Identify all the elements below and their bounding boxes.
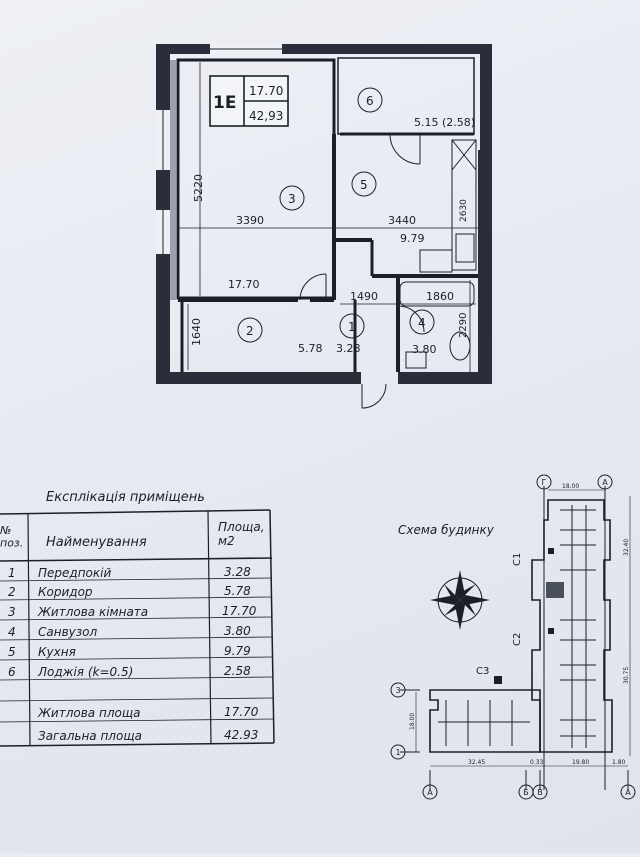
total-area-value: 42.93 xyxy=(224,728,258,742)
dimension-3390: 3390 xyxy=(236,214,264,227)
unit-total-area: 42,93 xyxy=(249,109,283,123)
unit-code: 1E xyxy=(213,93,236,113)
row-5-area: 9.79 xyxy=(224,644,251,658)
living-area-value: 17.70 xyxy=(224,705,259,719)
row-3-name: Житлова кімната xyxy=(37,605,148,619)
scheme-dim-right-b: 30.75 xyxy=(623,667,630,684)
scheme-dim-bottom-b: 0.33 xyxy=(530,759,544,766)
row-6-name: Лоджія (k=0.5) xyxy=(37,665,133,679)
room-number-4: 4 xyxy=(418,316,426,330)
scheme-dim-right-a: 32.40 xyxy=(623,539,630,556)
section-c3-label: C3 xyxy=(476,666,489,677)
row-3-area: 17.70 xyxy=(222,604,257,618)
room-2-area: 5.78 xyxy=(298,342,323,355)
room-number-6: 6 xyxy=(366,94,374,108)
row-2-number: 2 xyxy=(8,585,16,599)
axis-bottom-2: Б xyxy=(523,788,529,797)
axis-bottom-3: В xyxy=(537,788,543,797)
dimension-1860: 1860 xyxy=(426,290,454,303)
axis-top-2: А xyxy=(602,478,608,487)
scheme-dim-bottom-c: 19.80 xyxy=(572,759,589,766)
row-5-number: 5 xyxy=(8,645,16,659)
living-area-label: Житлова площа xyxy=(37,706,140,720)
row-1-area: 3.28 xyxy=(224,565,251,579)
room-6-area: 5.15 (2.58) xyxy=(414,116,475,129)
compass-rose-icon xyxy=(430,570,490,630)
room-3-area: 17.70 xyxy=(228,278,260,291)
room-number-3: 3 xyxy=(288,192,296,206)
row-5-name: Кухня xyxy=(38,645,76,659)
floor-plan xyxy=(156,44,492,409)
column-area-header: Площа,м2 xyxy=(218,520,265,548)
room-5-area: 9.79 xyxy=(400,232,425,245)
room-number-1: 1 xyxy=(348,320,356,334)
column-name-header: Найменування xyxy=(46,535,147,550)
scheme-dim-bottom-d: 1.80 xyxy=(612,759,626,766)
dimension-3440: 3440 xyxy=(388,214,416,227)
row-4-name: Санвузол xyxy=(38,625,97,639)
room-number-2: 2 xyxy=(246,324,254,338)
axis-top-1: Г xyxy=(542,478,547,487)
row-4-area: 3.80 xyxy=(224,624,251,638)
dimension-2630: 2630 xyxy=(459,199,469,222)
row-2-area: 5.78 xyxy=(224,584,251,598)
section-c1-label: C1 xyxy=(512,553,523,566)
scheme-title: Схема будинку xyxy=(398,523,495,537)
explication-title: Експлікація приміщень xyxy=(46,490,205,505)
dimension-1640: 1640 xyxy=(190,318,203,346)
row-6-number: 6 xyxy=(8,665,16,679)
axis-bottom-4: А xyxy=(625,788,631,797)
room-4-area: 3.80 xyxy=(412,343,437,356)
building-scheme: Схема будинку xyxy=(390,474,636,800)
room-number-5: 5 xyxy=(360,178,368,192)
scheme-dim-bottom-a: 32.45 xyxy=(468,759,485,766)
dimension-5220: 5220 xyxy=(192,174,205,202)
room-1-area: 3.28 xyxy=(336,342,361,355)
axis-left-2: 1 xyxy=(395,748,400,757)
plan-labels: 1E 17.70 42,93 6 5 3 2 1 4 5.15 (2.58) 9… xyxy=(190,84,475,356)
scheme-dim-top: 18.00 xyxy=(562,483,579,490)
row-6-area: 2.58 xyxy=(224,664,251,678)
row-4-number: 4 xyxy=(8,625,16,639)
dimension-2290: 2290 xyxy=(458,313,469,338)
scheme-dim-left: 18.00 xyxy=(409,713,416,730)
highlighted-unit-marker xyxy=(546,582,564,598)
row-1-name: Передпокій xyxy=(38,566,111,580)
row-1-number: 1 xyxy=(8,566,16,580)
row-3-number: 3 xyxy=(8,605,16,619)
total-area-label: Загальна площа xyxy=(38,729,142,743)
axis-left-1: 3 xyxy=(395,686,400,695)
axis-bottom-1: А xyxy=(427,788,433,797)
dimension-1490: 1490 xyxy=(350,290,378,303)
row-2-name: Коридор xyxy=(38,585,93,599)
unit-living-area: 17.70 xyxy=(249,84,283,98)
section-c2-label: C2 xyxy=(512,633,523,646)
